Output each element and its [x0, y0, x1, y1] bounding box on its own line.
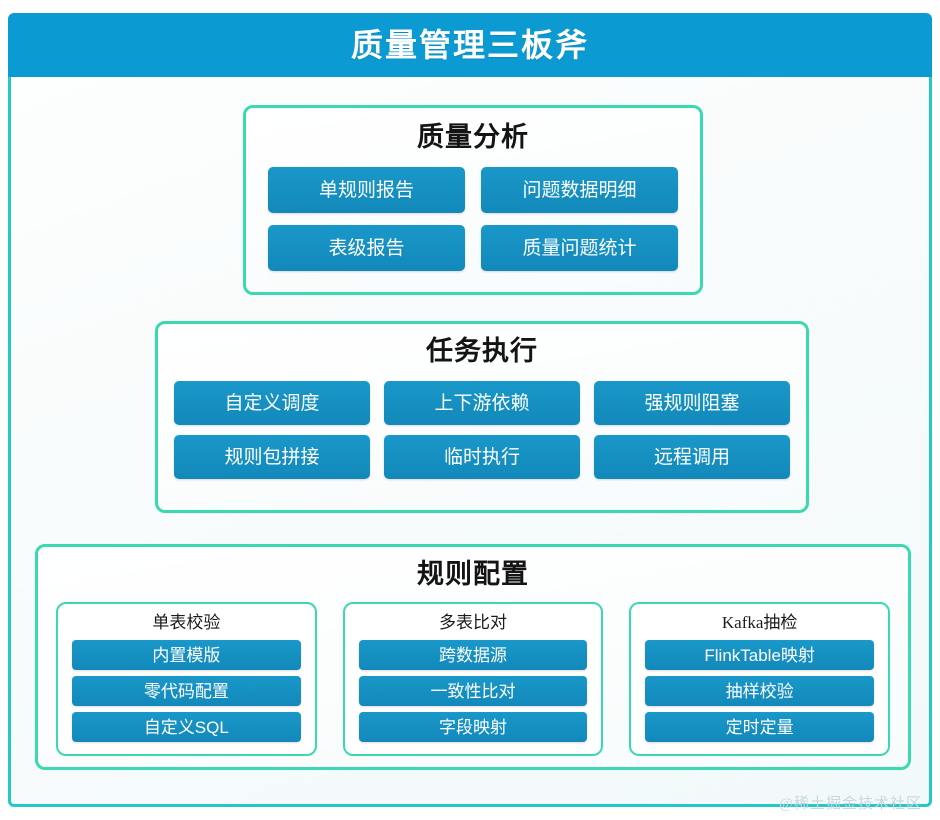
quality-analysis-item-3[interactable]: 质量问题统计 [481, 225, 678, 271]
task-execution-item-1[interactable]: 上下游依赖 [384, 381, 580, 425]
task-execution-item-5[interactable]: 远程调用 [594, 435, 790, 479]
quality-analysis-item-0[interactable]: 单规则报告 [268, 167, 465, 213]
section-task-execution: 任务执行 自定义调度 上下游依赖 强规则阻塞 规则包拼接 临时执行 远程调用 [155, 321, 809, 513]
quality-analysis-item-2[interactable]: 表级报告 [268, 225, 465, 271]
subcard-items-kafka-sampling: FlinkTable映射 抽样校验 定时定量 [645, 640, 874, 742]
quality-analysis-item-grid: 单规则报告 问题数据明细 表级报告 质量问题统计 [268, 167, 678, 271]
task-execution-item-2[interactable]: 强规则阻塞 [594, 381, 790, 425]
task-execution-item-grid: 自定义调度 上下游依赖 强规则阻塞 规则包拼接 临时执行 远程调用 [174, 381, 790, 479]
subcard-single-table-check-item-2[interactable]: 自定义SQL [72, 712, 301, 742]
subcard-title-kafka-sampling: Kafka抽检 [721, 613, 798, 632]
subcard-multi-table-compare-item-0[interactable]: 跨数据源 [358, 640, 588, 670]
subcard-multi-table-compare-item-2[interactable]: 字段映射 [358, 712, 588, 742]
section-rule-config: 规则配置 单表校验 内置模版 零代码配置 自定义SQL 多表比对 跨数据源 一致… [35, 544, 911, 770]
subcard-kafka-sampling-item-1[interactable]: 抽样校验 [645, 676, 874, 706]
subcard-items-single-table-check: 内置模版 零代码配置 自定义SQL [72, 640, 301, 742]
subcard-kafka-sampling-item-2[interactable]: 定时定量 [645, 712, 874, 742]
poster-title-bar: 质量管理三板斧 [8, 13, 932, 77]
section-title-rule-config: 规则配置 [417, 559, 529, 589]
subcard-items-multi-table-compare: 跨数据源 一致性比对 字段映射 [358, 640, 588, 742]
poster-frame: 质量分析 单规则报告 问题数据明细 表级报告 质量问题统计 任务执行 自定义调度… [8, 77, 932, 807]
subcard-kafka-sampling: Kafka抽检 FlinkTable映射 抽样校验 定时定量 [629, 602, 890, 756]
subcard-title-multi-table-compare: 多表比对 [438, 613, 507, 632]
page-title: 质量管理三板斧 [350, 27, 589, 63]
subcard-kafka-sampling-item-0[interactable]: FlinkTable映射 [645, 640, 874, 670]
subcard-multi-table-compare-item-1[interactable]: 一致性比对 [358, 676, 588, 706]
subcard-single-table-check-item-0[interactable]: 内置模版 [72, 640, 301, 670]
section-title-quality-analysis: 质量分析 [417, 122, 529, 152]
subcard-single-table-check-item-1[interactable]: 零代码配置 [72, 676, 301, 706]
task-execution-item-3[interactable]: 规则包拼接 [174, 435, 370, 479]
task-execution-item-4[interactable]: 临时执行 [384, 435, 580, 479]
subcard-single-table-check: 单表校验 内置模版 零代码配置 自定义SQL [56, 602, 317, 756]
section-title-task-execution: 任务执行 [426, 336, 538, 366]
task-execution-item-0[interactable]: 自定义调度 [174, 381, 370, 425]
section-quality-analysis: 质量分析 单规则报告 问题数据明细 表级报告 质量问题统计 [243, 105, 703, 295]
subcard-multi-table-compare: 多表比对 跨数据源 一致性比对 字段映射 [342, 602, 604, 756]
subcard-title-single-table-check: 单表校验 [152, 613, 221, 632]
rule-config-subcard-row: 单表校验 内置模版 零代码配置 自定义SQL 多表比对 跨数据源 一致性比对 字… [56, 602, 890, 756]
quality-analysis-item-1[interactable]: 问题数据明细 [481, 167, 678, 213]
watermark: @稀土掘金技术社区 [779, 796, 922, 812]
